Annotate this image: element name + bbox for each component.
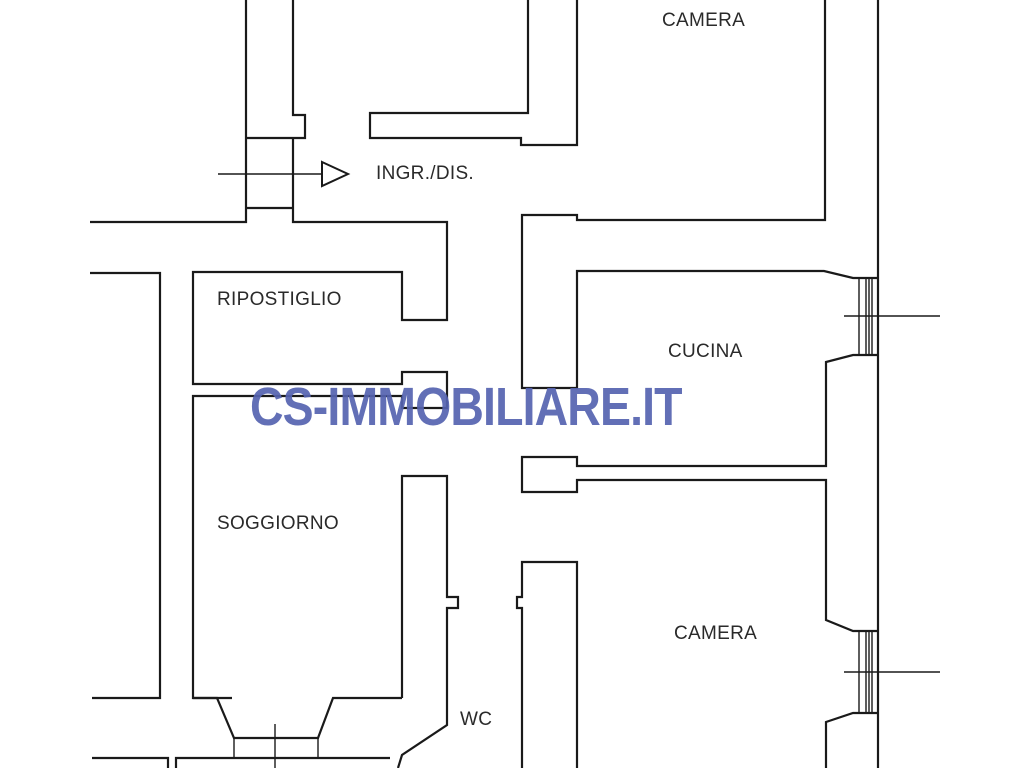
room-label-camera-bottom: CAMERA: [674, 623, 758, 644]
walls-camera-kitchen: [520, 0, 880, 768]
room-label-cucina: CUCINA: [668, 341, 743, 362]
room-label-camera-top: CAMERA: [662, 10, 746, 31]
room-label-soggiorno: SOGGIORNO: [217, 513, 339, 534]
room-label-ingresso: INGR./DIS.: [376, 163, 475, 184]
walls-top-center: [368, 0, 579, 147]
entry-arrow-icon: [218, 160, 351, 188]
watermark: CS-IMMOBILIARE.IT: [250, 377, 683, 437]
walls-soggiorno-bay: [92, 696, 402, 768]
room-label-ripostiglio: RIPOSTIGLIO: [217, 289, 342, 310]
walls-soggiorno-wc: [396, 474, 579, 768]
window-symbol-icon: [844, 278, 940, 713]
room-label-wc: WC: [460, 709, 493, 730]
walls-top-left: [90, 0, 449, 700]
